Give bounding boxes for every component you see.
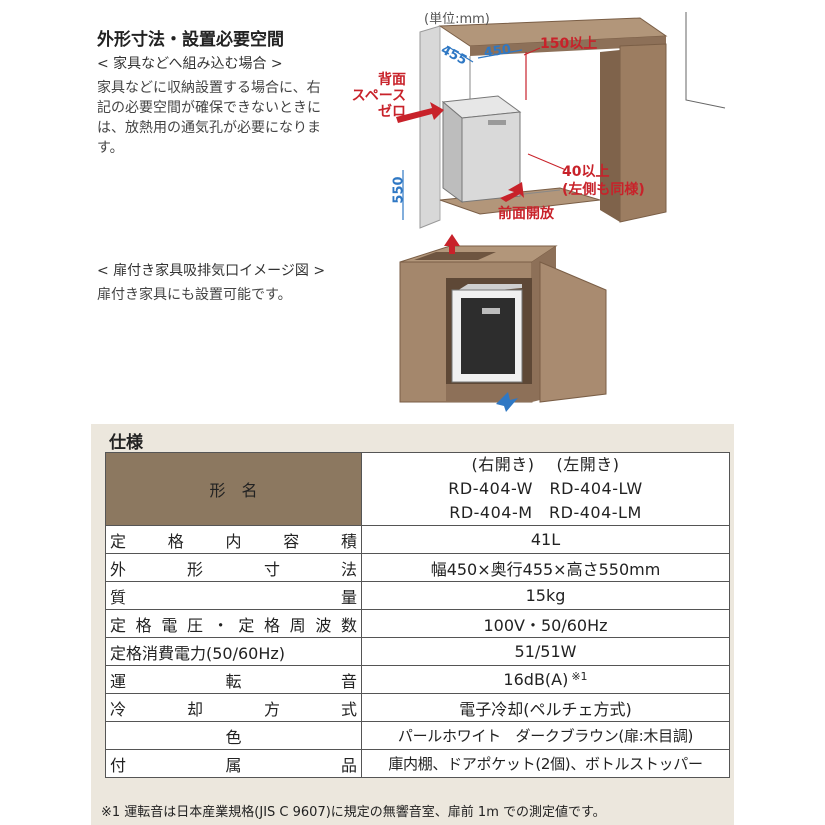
spec-key: 外形寸法 [105,553,362,582]
spec-row: 運転音 16dB(A)※1 [105,665,730,694]
back-space-label: 背面 スペース ゼロ [346,72,406,120]
built-in-title: < 家具などへ組み込む場合 > [97,56,283,72]
back-space-line2: スペース [351,88,406,104]
spec-row: 冷却方式 電子冷却(ペルチェ方式) [105,693,730,722]
spec-title: 仕様 [109,433,143,453]
spec-row: 付属品 庫内棚、ドアポケット(2個)、ボトルストッパー [105,749,730,778]
door-furniture-diagram [399,234,607,412]
model-white: RD-404-W RD-404-LW [448,479,643,498]
noise-footnote-mark: ※1 [571,670,588,683]
spec-key: 定格内容積 [105,525,362,554]
spec-value: 41L [361,525,730,554]
door-furniture-description: 扉付き家具にも設置可能です。 [97,287,292,303]
spec-value: 15kg [361,581,730,610]
spec-row: 質量 15kg [105,581,730,610]
spec-value: 51/51W [361,637,730,666]
spec-key: 運転音 [105,665,362,694]
front-open-label: 前面開放 [498,206,554,222]
installation-heading: 外形寸法・設置必要空間 [97,30,284,50]
door-furniture-title: < 扉付き家具吸排気口イメージ図 > [97,263,326,279]
side-clearance-label: 40以上 [562,164,610,180]
noise-value: 16dB(A) [503,670,569,689]
spec-value: パールホワイト ダークブラウン(扉:木目調) [361,721,730,750]
spec-row-model: 形 名 (右開き) (左開き) RD-404-W RD-404-LW RD-40… [105,452,730,526]
spec-key: 付属品 [105,749,362,778]
spec-panel: 仕様 形 名 (右開き) (左開き) RD-404-W RD-404-LW RD… [91,424,734,825]
spec-footnote: ※1 運転音は日本産業規格(JIS C 9607)に規定の無響音室、扉前 1m … [101,805,606,820]
spec-key: 冷却方式 [105,693,362,722]
spec-row: 定格内容積 41L [105,525,730,554]
spec-key: 定格消費電力(50/60Hz) [105,637,362,666]
top-clearance-label: 150以上 [540,36,598,52]
width-dimension: 450 [483,42,512,61]
spec-value: 100V・50/60Hz [361,609,730,638]
spec-value: 庫内棚、ドアポケット(2個)、ボトルストッパー [361,749,730,778]
model-label: 形 名 [105,452,362,526]
spec-value: 電子冷却(ペルチェ方式) [361,693,730,722]
spec-value: 幅450×奥行455×高さ550mm [361,553,730,582]
model-values: (右開き) (左開き) RD-404-W RD-404-LW RD-404-M … [361,452,730,526]
dimension-unit: (単位:mm) [424,12,490,27]
spec-key: 定格電圧・定格周波数 [105,609,362,638]
spec-row: 色 パールホワイト ダークブラウン(扉:木目調) [105,721,730,750]
depth-dimension: 455 [438,42,470,69]
back-space-line1: 背面 [378,72,406,88]
built-in-description: 家具などに収納設置する場合に、右記の必要空間が確保できないときには、放熱用の通気… [97,80,321,156]
height-dimension: 550 [391,176,407,204]
spec-row: 定格消費電力(50/60Hz) 51/51W [105,637,730,666]
spec-key: 色 [105,721,362,750]
model-orientation: (右開き) (左開き) [471,455,620,474]
spec-key: 質量 [105,581,362,610]
spec-table: 形 名 (右開き) (左開き) RD-404-W RD-404-LW RD-40… [105,452,730,778]
side-clearance-note: (左側も同様) [562,182,645,198]
back-space-line3: ゼロ [378,104,406,120]
spec-value-noise: 16dB(A)※1 [361,665,730,694]
model-brown: RD-404-M RD-404-LM [449,503,642,522]
spec-row: 外形寸法 幅450×奥行455×高さ550mm [105,553,730,582]
spec-row: 定格電圧・定格周波数 100V・50/60Hz [105,609,730,638]
